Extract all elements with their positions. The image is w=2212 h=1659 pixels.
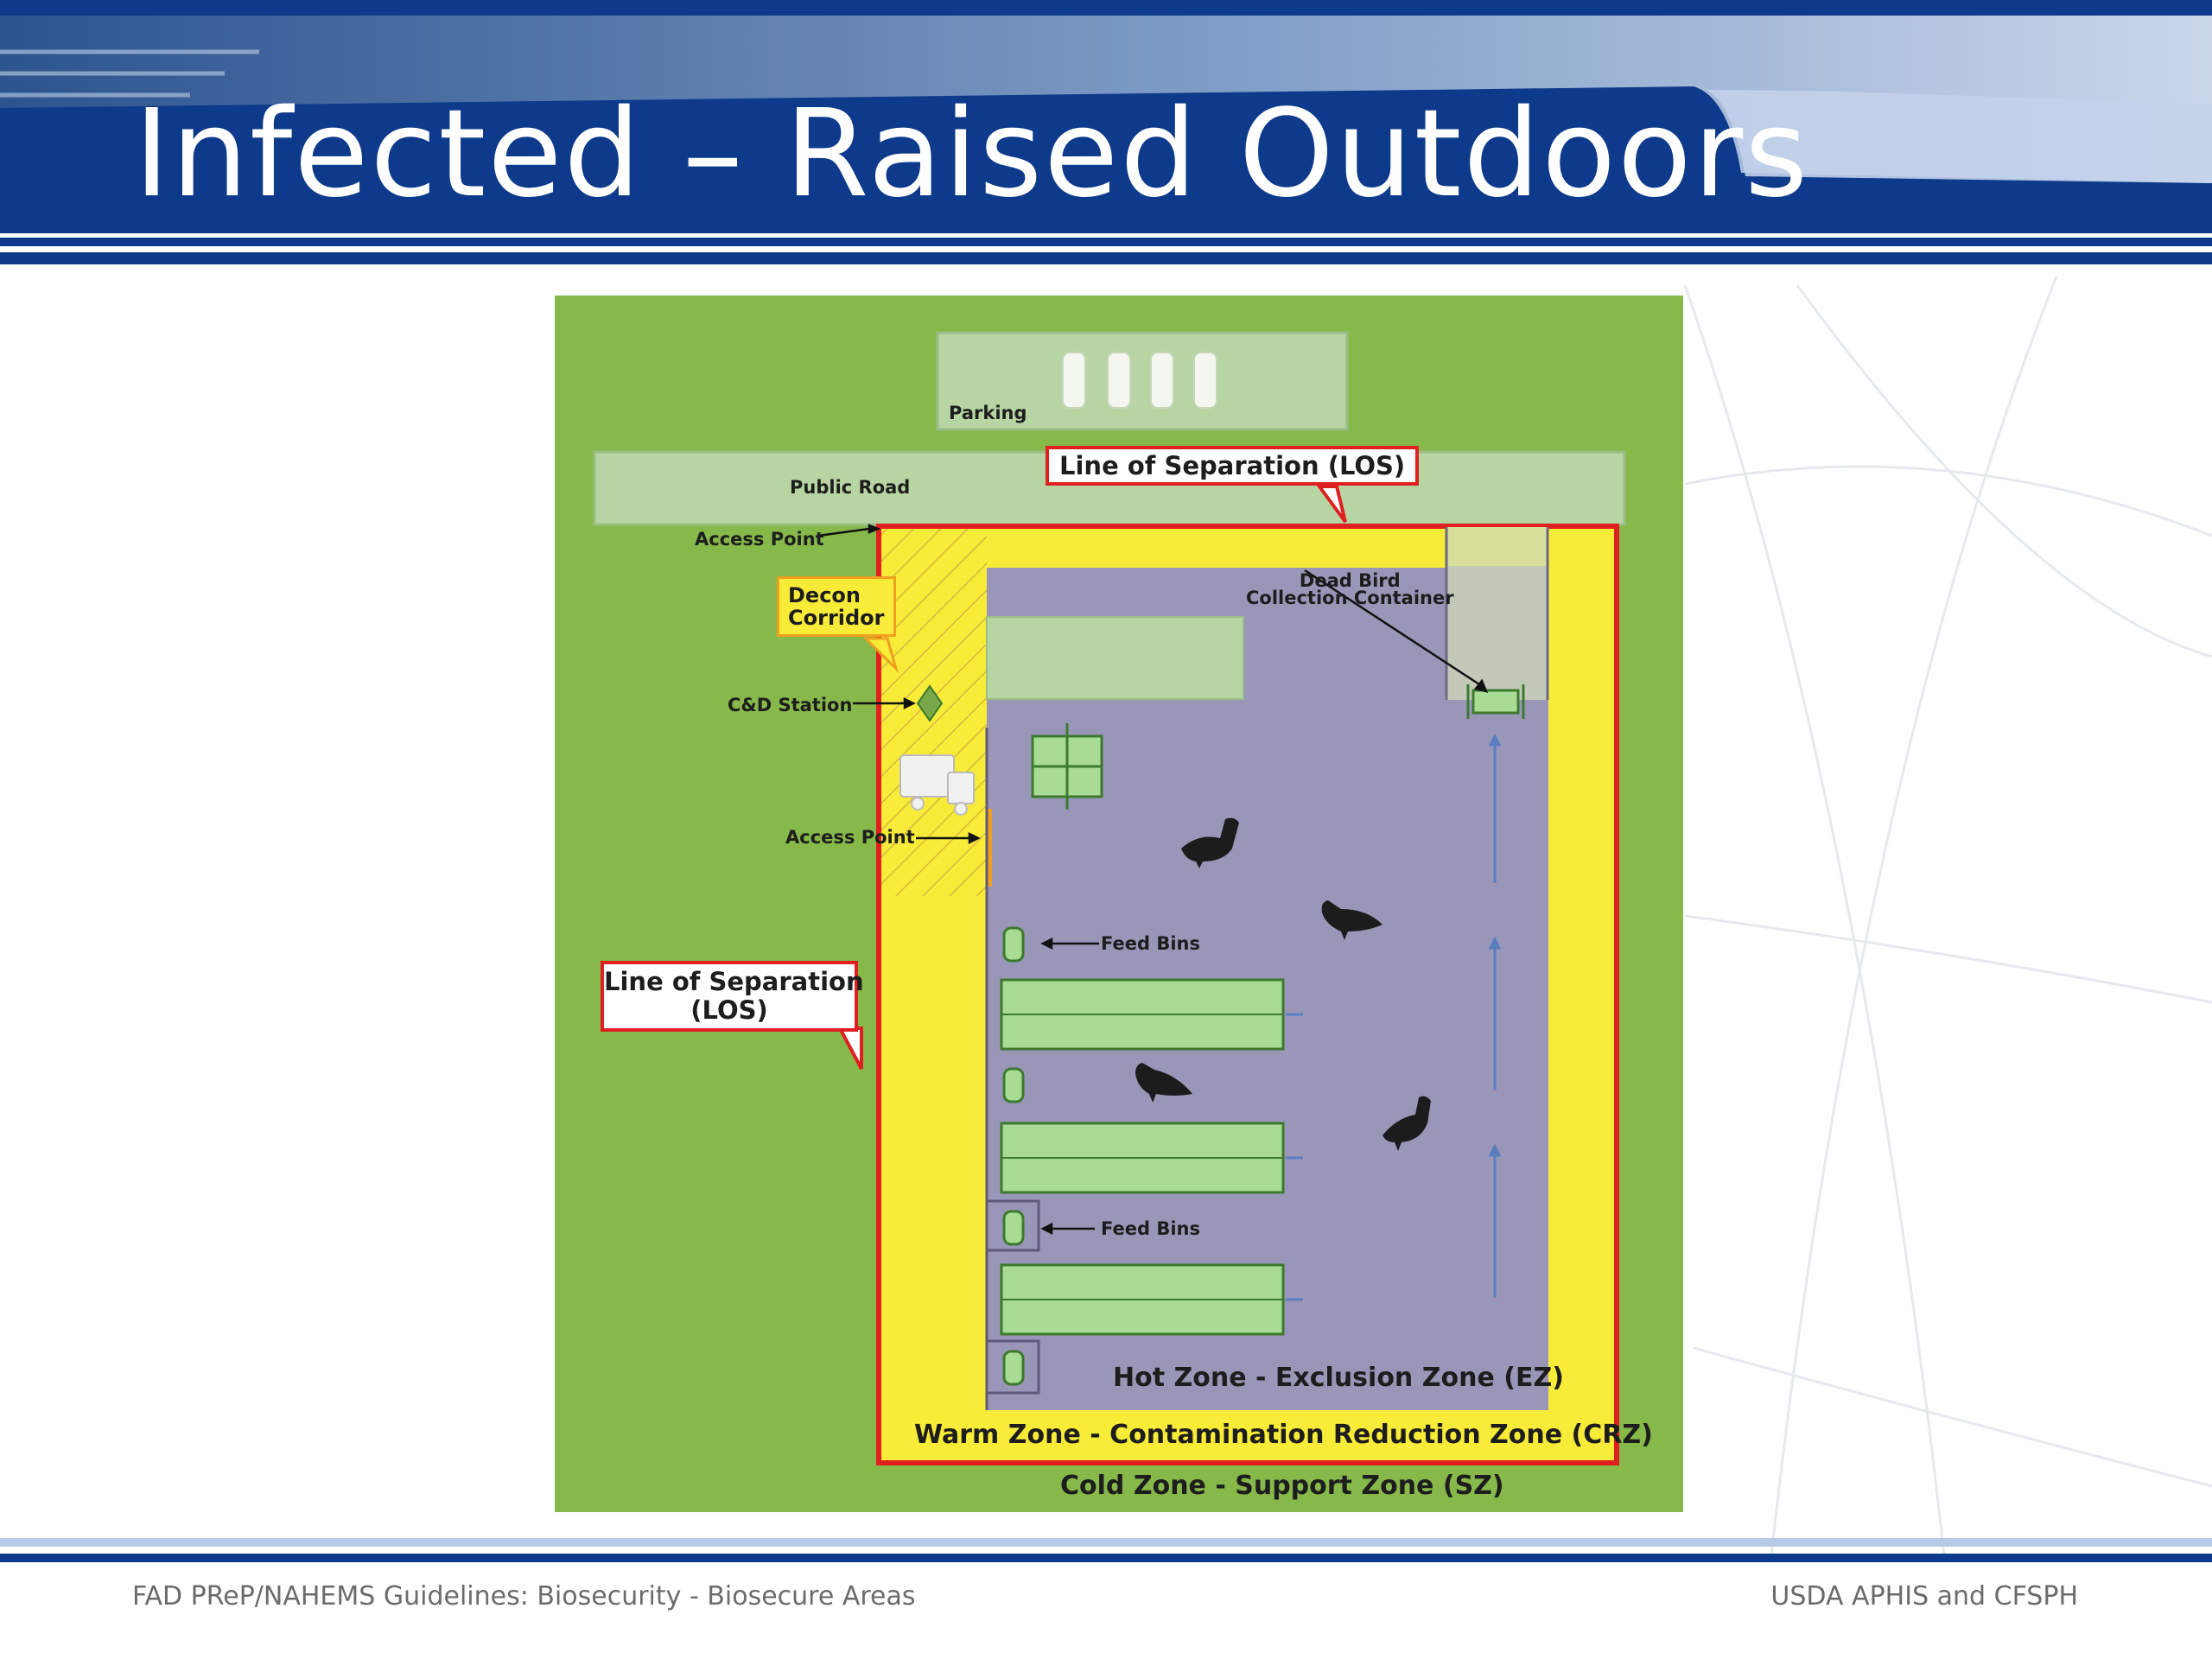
title-banner xyxy=(0,0,2212,272)
feed-bin-icon xyxy=(1002,926,1025,1386)
diagram-graphic xyxy=(593,331,1626,1465)
los-callout-left: Line of Separation (LOS) xyxy=(601,961,864,1032)
dead-bird-container-icon xyxy=(1466,684,1525,719)
decon-corridor-callout: Decon Corridor xyxy=(777,576,896,637)
parking-label: Parking xyxy=(949,403,1027,423)
bird-icon xyxy=(1135,817,1431,1151)
footer-source: FAD PReP/NAHEMS Guidelines: Biosecurity … xyxy=(132,1581,916,1611)
feed-bins-label-2: Feed Bins xyxy=(1101,1218,1200,1239)
los-callout-top: Line of Separation (LOS) xyxy=(1046,446,1420,486)
footer-credit: USDA APHIS and CFSPH xyxy=(1770,1581,2078,1611)
hot-zone-label: Hot Zone - Exclusion Zone (EZ) xyxy=(1113,1363,1564,1393)
footer-rule xyxy=(0,1538,2212,1562)
cd-station-label: C&D Station xyxy=(728,695,853,715)
farm-biosecurity-diagram: Parking Public Road Access Point C&D Sta… xyxy=(555,296,1683,1512)
warm-zone-label: Warm Zone - Contamination Reduction Zone… xyxy=(914,1420,1653,1450)
access-point-label-top: Access Point xyxy=(695,529,824,550)
slide-title: Infected – Raised Outdoors xyxy=(134,84,1810,225)
arrow-icon xyxy=(817,524,1489,1236)
building xyxy=(986,616,1244,700)
car-icon xyxy=(1062,352,1217,409)
access-point-label-mid: Access Point xyxy=(785,827,915,848)
public-road-label: Public Road xyxy=(790,477,911,498)
feed-bins-label-1: Feed Bins xyxy=(1101,933,1200,954)
water-tank-icon xyxy=(1031,723,1103,810)
dead-bird-label: Dead Bird Collection Container xyxy=(1246,570,1454,608)
parking-lot xyxy=(936,331,1349,431)
cold-zone-label: Cold Zone - Support Zone (SZ) xyxy=(1060,1471,1504,1501)
cd-station-icon xyxy=(916,684,944,722)
truck-icon xyxy=(899,754,975,816)
